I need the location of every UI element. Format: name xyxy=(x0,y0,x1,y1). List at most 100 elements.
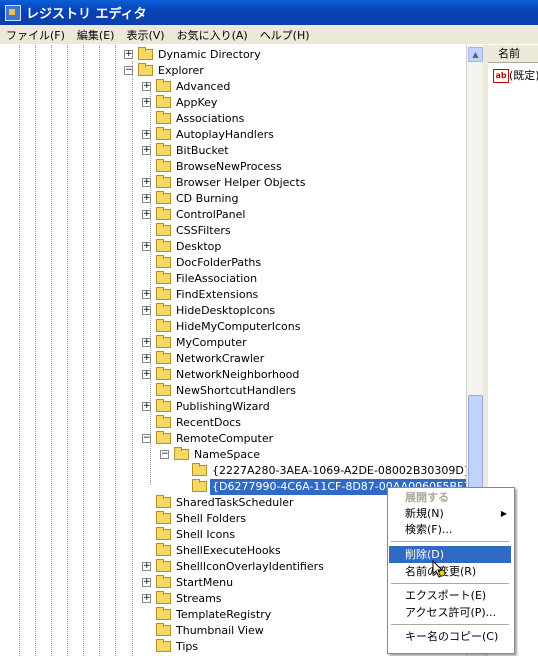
tree-item[interactable]: +HideDesktopIcons xyxy=(0,303,466,319)
tree-item-label: Dynamic Directory xyxy=(158,48,261,61)
tree-item[interactable]: +ShellIconOverlayIdentifiers xyxy=(0,559,466,575)
ctx-rename[interactable]: 名前の変更(R) xyxy=(389,563,511,580)
expand-icon[interactable]: + xyxy=(142,561,151,571)
tree-item[interactable]: TemplateRegistry xyxy=(0,607,466,623)
folder-icon xyxy=(156,511,171,524)
tree-item-label: RecentDocs xyxy=(176,416,241,429)
tree-item[interactable]: CSSFilters xyxy=(0,223,466,239)
tree-item[interactable]: + Browser Helper Objects xyxy=(0,175,466,191)
tree-item[interactable]: Shell Folders xyxy=(0,511,466,527)
ctx-new[interactable]: 新規(N)▶ xyxy=(389,505,511,522)
tree-guide-line xyxy=(83,45,84,656)
tree-guide-line xyxy=(67,45,68,656)
pane-splitter[interactable] xyxy=(483,45,488,656)
expand-icon[interactable]: + xyxy=(142,577,151,587)
tree-item[interactable]: DocFolderPaths xyxy=(0,255,466,271)
tree-item[interactable]: + Dynamic Directory xyxy=(0,47,466,63)
menu-file[interactable]: ファイル(F) xyxy=(6,28,65,42)
tree-item[interactable]: HideMyComputerIcons xyxy=(0,319,466,335)
tree-item[interactable]: {2227A280-3AEA-1069-A2DE-08002B30309D} xyxy=(0,463,466,479)
expand-icon[interactable]: + xyxy=(142,241,151,251)
ctx-permissions[interactable]: アクセス許可(P)... xyxy=(405,606,497,619)
collapse-icon[interactable]: − xyxy=(142,433,151,443)
tree-item-label: Browser Helper Objects xyxy=(176,176,306,189)
tree-item[interactable]: +StartMenu xyxy=(0,575,466,591)
expand-icon[interactable]: + xyxy=(142,177,151,187)
title-bar[interactable]: レジストリ エディタ xyxy=(0,0,538,25)
tree-item[interactable]: Shell Icons xyxy=(0,527,466,543)
tree-item-label: PublishingWizard xyxy=(176,400,270,413)
tree-item[interactable]: ShellExecuteHooks xyxy=(0,543,466,559)
folder-icon xyxy=(156,383,171,396)
expand-icon[interactable]: + xyxy=(142,593,151,603)
expand-icon[interactable]: + xyxy=(142,81,151,91)
expand-icon[interactable]: + xyxy=(142,353,151,363)
tree-item[interactable]: Thumbnail View xyxy=(0,623,466,639)
ctx-delete[interactable]: 削除(D) xyxy=(389,546,511,563)
tree-item[interactable]: SharedTaskScheduler xyxy=(0,495,466,511)
tree-item[interactable]: NewShortcutHandlers xyxy=(0,383,466,399)
tree-item[interactable]: +Streams xyxy=(0,591,466,607)
window-title: レジストリ エディタ xyxy=(26,7,147,22)
scroll-up-button[interactable]: ▲ xyxy=(468,47,483,62)
tree-item[interactable]: FileAssociation xyxy=(0,271,466,287)
tree-item[interactable]: + PublishingWizard xyxy=(0,399,466,415)
value-row[interactable]: ab(既定) xyxy=(493,67,538,83)
expand-icon[interactable]: + xyxy=(142,145,151,155)
tree-item[interactable]: BrowseNewProcess xyxy=(0,159,466,175)
expand-icon[interactable]: + xyxy=(142,193,151,203)
folder-icon xyxy=(156,239,171,252)
tree-item-label: CSSFilters xyxy=(176,224,231,237)
tree-item[interactable]: + FindExtensions xyxy=(0,287,466,303)
menu-edit[interactable]: 編集(E) xyxy=(76,28,115,42)
tree-item[interactable]: RecentDocs xyxy=(0,415,466,431)
tree-item[interactable]: +BitBucket xyxy=(0,143,466,159)
tree-item-label: AutoplayHandlers xyxy=(176,128,274,141)
ctx-find[interactable]: 検索(F)... xyxy=(405,523,453,536)
tree-item[interactable]: + AutoplayHandlers xyxy=(0,127,466,143)
folder-icon xyxy=(156,79,171,92)
collapse-icon[interactable]: − xyxy=(124,65,133,75)
menu-help[interactable]: ヘルプ(H) xyxy=(259,28,310,42)
tree-item[interactable]: +CD Burning xyxy=(0,191,466,207)
expand-icon[interactable]: + xyxy=(142,401,151,411)
collapse-icon[interactable]: − xyxy=(160,449,169,459)
tree-item[interactable]: −Explorer xyxy=(0,63,466,79)
expand-icon[interactable]: + xyxy=(142,337,151,347)
folder-icon xyxy=(156,607,171,620)
ctx-copy-key-name[interactable]: キー名のコピー(C) xyxy=(405,630,499,643)
expand-icon[interactable]: + xyxy=(142,369,151,379)
tree-item[interactable]: −NameSpace xyxy=(0,447,466,463)
tree-item-label: ShellExecuteHooks xyxy=(176,544,281,557)
tree-item-label: Shell Icons xyxy=(176,528,236,541)
ctx-export[interactable]: エクスポート(E) xyxy=(405,589,487,602)
tree-item[interactable]: −RemoteComputer xyxy=(0,431,466,447)
expand-icon[interactable]: + xyxy=(142,97,151,107)
folder-icon xyxy=(156,639,171,652)
registry-app-icon xyxy=(5,4,21,21)
tree-item[interactable]: Associations xyxy=(0,111,466,127)
tree-item[interactable]: +AppKey xyxy=(0,95,466,111)
tree-item[interactable]: +ControlPanel xyxy=(0,207,466,223)
tree-item-label: FindExtensions xyxy=(176,288,259,301)
expand-icon[interactable]: + xyxy=(124,49,133,59)
folder-icon xyxy=(156,95,171,108)
registry-key-tree[interactable]: + Dynamic Directory −Explorer+Advanced+App… xyxy=(0,45,466,656)
tree-item[interactable]: +NetworkNeighborhood xyxy=(0,367,466,383)
expand-icon[interactable]: + xyxy=(142,305,151,315)
menu-separator xyxy=(391,541,509,542)
tree-item[interactable]: +Advanced xyxy=(0,79,466,95)
tree-item[interactable]: Tips xyxy=(0,639,466,655)
tree-item[interactable]: +NetworkCrawler xyxy=(0,351,466,367)
menu-favorites[interactable]: お気に入り(A) xyxy=(176,28,248,42)
tree-item[interactable]: +Desktop xyxy=(0,239,466,255)
expand-icon[interactable]: + xyxy=(142,289,151,299)
expand-icon[interactable]: + xyxy=(142,129,151,139)
ctx-expand[interactable]: 展開する xyxy=(405,491,449,504)
expand-icon[interactable]: + xyxy=(142,209,151,219)
folder-icon xyxy=(156,287,171,300)
tree-item[interactable]: +MyComputer xyxy=(0,335,466,351)
tree-item-label: BrowseNewProcess xyxy=(176,160,282,173)
menu-view[interactable]: 表示(V) xyxy=(126,28,165,42)
column-header-name[interactable]: 名前 xyxy=(488,45,538,63)
